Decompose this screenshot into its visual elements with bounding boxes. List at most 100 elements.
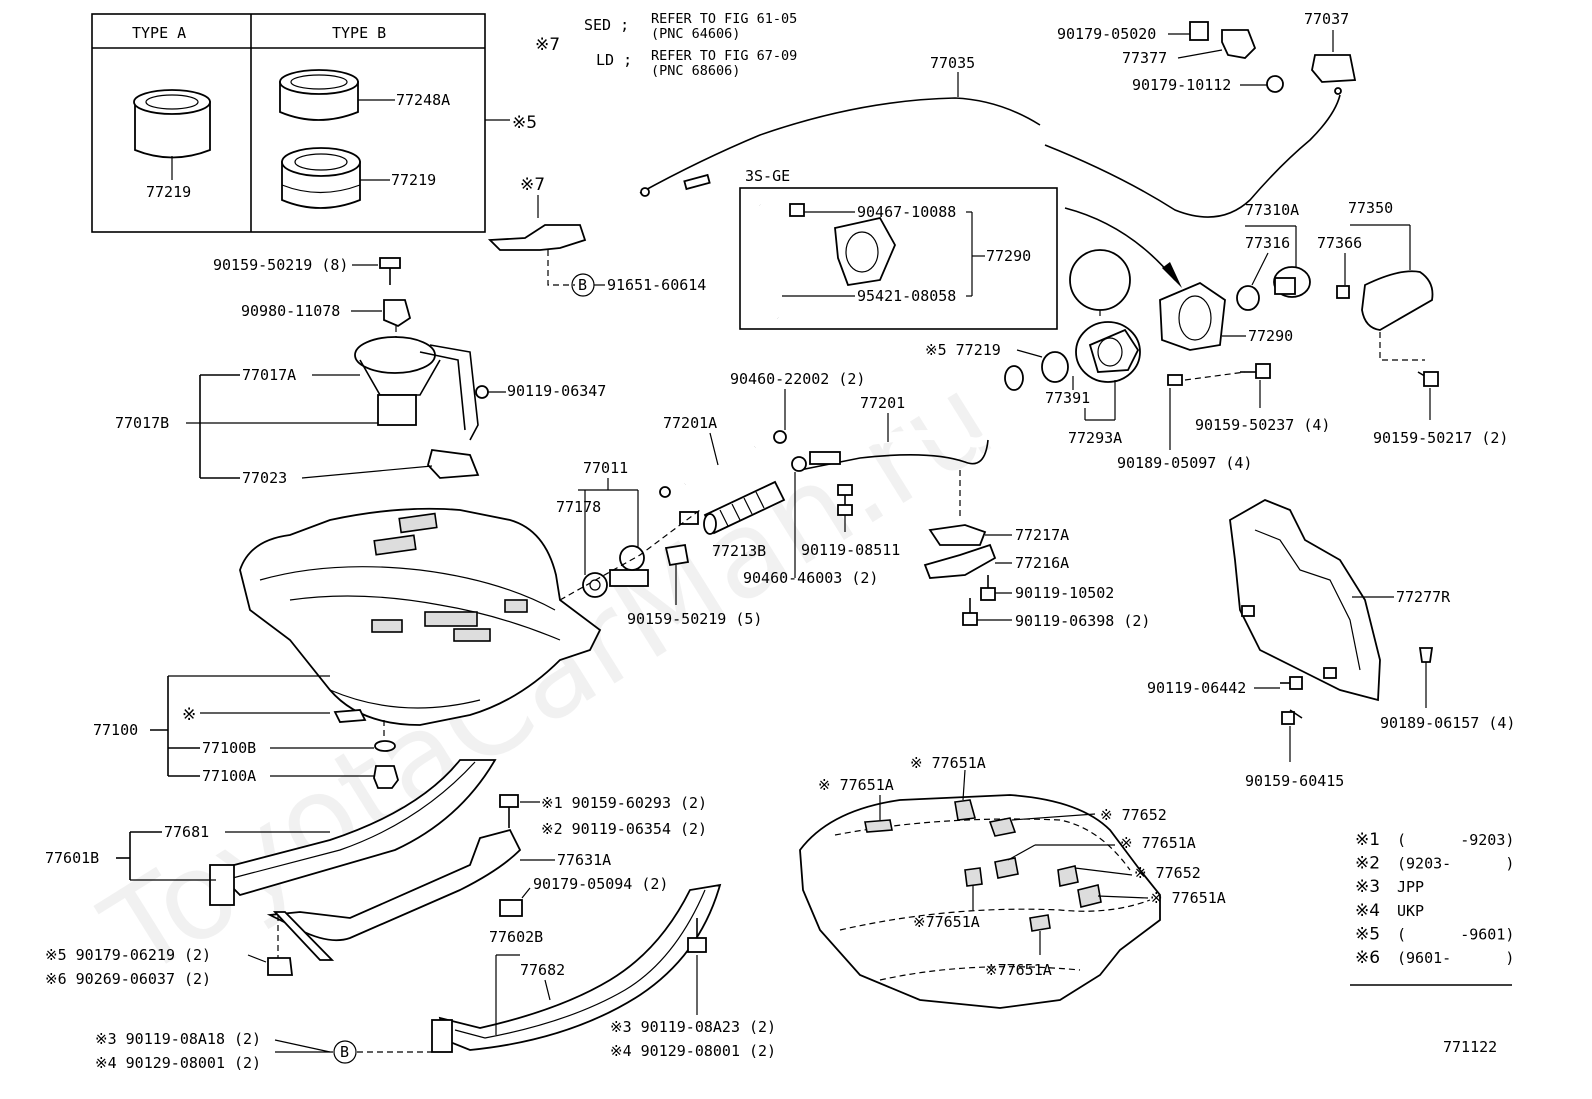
sed-label: SED ; (584, 16, 629, 34)
inset-title: 3S-GE (745, 167, 790, 185)
label-90119-06442: 90119-06442 (1147, 679, 1246, 697)
fuel-pump-assembly-icon (354, 336, 480, 479)
b-circle-bottom-icon (333, 1040, 357, 1064)
label-90119-08511: 90119-08511 (801, 541, 900, 559)
label-77017A: 77017A (242, 366, 296, 384)
label-m4-90129-08001-l: ※4 90129-08001 (2) (95, 1054, 261, 1072)
label-77100B: 77100B (202, 739, 256, 757)
bracket-icon (487, 224, 587, 251)
label-m3-90119-08A18: ※3 90119-08A18 (2) (95, 1030, 261, 1048)
label-77310A: 77310A (1245, 201, 1299, 219)
refer-notes: ※7 SED ; REFER TO FIG 61-05 (PNC 64606) … (535, 11, 797, 79)
label-77290-main: 77290 (1248, 327, 1293, 345)
grommet-77219-icon (1041, 351, 1069, 383)
label-pad7: ※77651A (913, 913, 980, 931)
fuel-lid-icon (1361, 270, 1434, 331)
bolt-50217-icon (1417, 371, 1439, 387)
label-77100: 77100 (93, 721, 138, 739)
label-77366: 77366 (1317, 234, 1362, 252)
ld-text2: (PNC 68606) (651, 63, 740, 79)
label-91651-60614: 91651-60614 (607, 276, 706, 294)
label-77037: 77037 (1304, 10, 1349, 28)
label-b-top: B (578, 276, 587, 294)
label-77100A: 77100A (202, 767, 256, 785)
label-77682: 77682 (520, 961, 565, 979)
label-m1-90159-60293: ※1 90159-60293 (2) (541, 794, 707, 812)
label-77201A: 77201A (663, 414, 717, 432)
label-m5-77219: ※5 77219 (925, 341, 1001, 359)
label-m-small: ※ (182, 705, 196, 725)
label-m3-90119-08A23: ※3 90119-08A23 (2) (610, 1018, 776, 1036)
legend-mark: ※2 (1355, 854, 1380, 874)
label-90980-11078: 90980-11078 (241, 302, 340, 320)
type-b-part1: 77248A (396, 91, 450, 109)
label-77377: 77377 (1122, 49, 1167, 67)
cable-clamp-icon (1221, 29, 1257, 59)
bolt-08A23-icon (687, 918, 707, 953)
label-90179-05094: 90179-05094 (2) (533, 875, 668, 893)
inlet-pipe-icon (582, 486, 699, 598)
legend-mark: ※3 (1355, 877, 1380, 897)
bolt-50237-icon (1240, 363, 1271, 379)
label-m6-90269-06037: ※6 90269-06037 (2) (45, 970, 211, 988)
fuel-tank-icon (239, 507, 602, 726)
legend-mark: ※1 (1355, 830, 1380, 850)
hinge-clip-icon (1336, 285, 1350, 299)
filler-housing-77290-icon (1159, 281, 1226, 351)
ld-text1: REFER TO FIG 67-09 (651, 48, 797, 64)
fuel-cap-icon (1273, 266, 1311, 298)
drain-plug-icon (373, 765, 399, 789)
label-77035: 77035 (930, 54, 975, 72)
label-90189-05097: 90189-05097 (4) (1117, 454, 1252, 472)
hose-77201A-icon (683, 443, 757, 488)
bolt-10502-icon (980, 575, 996, 601)
label-90159-50217: 90159-50217 (2) (1373, 429, 1508, 447)
label-77601B: 77601B (45, 849, 99, 867)
inset-clip-icon (789, 203, 805, 217)
clip-icon (1189, 21, 1209, 41)
legend-mark: ※5 (1355, 924, 1380, 944)
cap-gasket-icon (1069, 249, 1131, 311)
label-77277R: 77277R (1396, 588, 1451, 606)
legend-text: ( -9601) (1397, 925, 1514, 943)
refer-mark: ※7 (535, 35, 560, 55)
hose-clamp-top-icon (773, 430, 807, 472)
sed-text1: REFER TO FIG 61-05 (651, 11, 797, 27)
type-box-note: ※5 (512, 113, 537, 133)
label-pad8: ※77651A (985, 961, 1052, 979)
bolt-06398-icon (962, 598, 978, 626)
label-77201: 77201 (860, 394, 905, 412)
label-90179-10112: 90179-10112 (1132, 76, 1231, 94)
sed-text2: (PNC 64606) (651, 26, 740, 42)
screw-icon (475, 385, 489, 399)
type-a-part: 77219 (146, 183, 191, 201)
inset-filler-housing-icon (834, 216, 897, 287)
label-90179-05020: 90179-05020 (1057, 25, 1156, 43)
filler-pipe-icon (799, 365, 1024, 471)
protector-77277R-icon (1229, 499, 1381, 702)
grommet-b2-icon (281, 147, 361, 209)
legend-text: JPP (1397, 878, 1424, 896)
label-m4-90129-08001-r: ※4 90129-08001 (2) (610, 1042, 776, 1060)
band-77681-icon (209, 759, 497, 906)
legend-mark: ※6 (1355, 948, 1380, 968)
label-90119-06347: 90119-06347 (507, 382, 606, 400)
label-pad4: ※ 77651A (1120, 834, 1196, 852)
label-77217A: 77217A (1015, 526, 1069, 544)
label-77011: 77011 (583, 459, 628, 477)
figure-code: 771122 (1443, 1038, 1497, 1056)
label-pad2: ※ 77651A (910, 754, 986, 772)
band-77682-icon (431, 883, 722, 1053)
clip-05097-icon (1167, 374, 1183, 386)
cap-seal-icon (1236, 285, 1260, 311)
bolt-icon (379, 257, 401, 285)
label-pad1: ※ 77651A (818, 776, 894, 794)
label-pad6: ※ 77651A (1150, 889, 1226, 907)
grommet-nut-icon (383, 299, 412, 328)
type-b-header: TYPE B (332, 24, 386, 42)
label-90159-50219-5: 90159-50219 (5) (627, 610, 762, 628)
opener-lock-icon (1311, 54, 1357, 83)
label-pad5: ※ 77652 (1134, 864, 1201, 882)
